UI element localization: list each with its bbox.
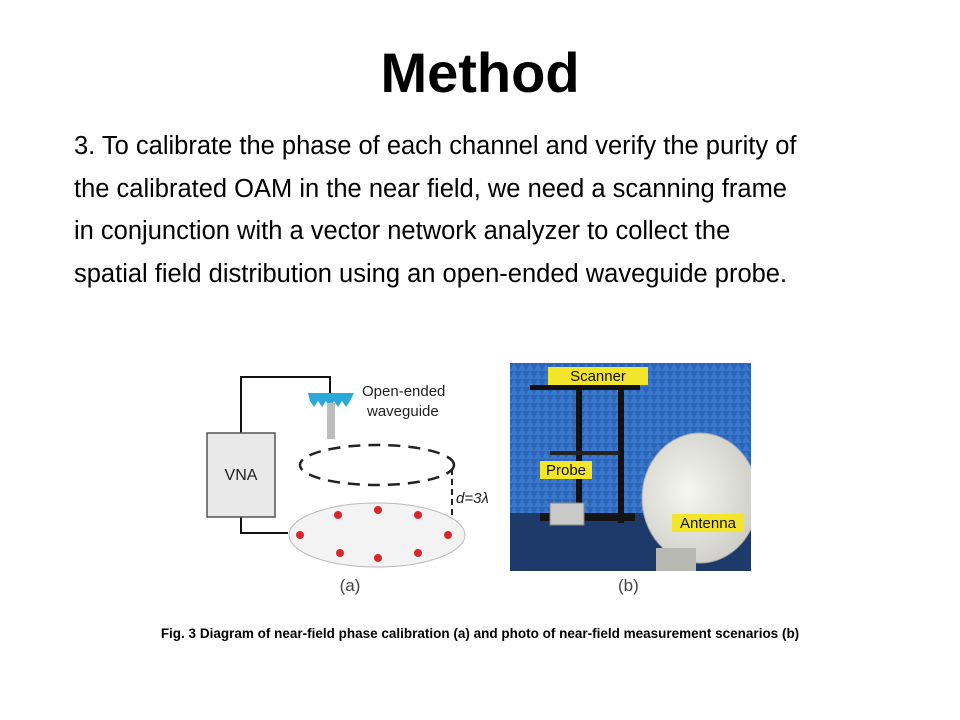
instrument-box: [549, 502, 585, 526]
measurement-photo: Scanner Probe Antenna: [510, 363, 751, 571]
sample-points: [296, 506, 452, 562]
body-paragraph: 3. To calibrate the phase of each channe…: [74, 125, 924, 295]
panel-a-label: (a): [340, 576, 361, 595]
calibration-diagram: VNA Open-ended waveguide d=3λ (a): [206, 376, 489, 595]
figure-caption: Fig. 3 Diagram of near-field phase calib…: [160, 626, 800, 641]
antenna-mount: [656, 548, 696, 571]
probe-label: Probe: [546, 462, 586, 479]
scanner-label: Scanner: [570, 368, 626, 385]
probe-head-icon: [308, 393, 354, 409]
vna-box: [206, 432, 276, 518]
antenna-tag: [672, 514, 744, 532]
body-line: in conjunction with a vector network ana…: [74, 217, 731, 245]
cable-top: [240, 376, 331, 433]
probe-tag: [540, 461, 592, 479]
distance-label: d=3λ: [456, 490, 489, 507]
scan-plane-ellipse: [298, 443, 456, 487]
body-line: the calibrated OAM in the near field, we…: [74, 174, 787, 203]
scanner-post-right: [618, 383, 624, 523]
scanner-base: [540, 513, 635, 521]
scanner-beam: [530, 385, 640, 390]
scanner-tag: [548, 367, 648, 385]
sample-point: [444, 531, 452, 539]
antenna-label: Antenna: [680, 515, 737, 532]
probe-label-line2: waveguide: [366, 403, 439, 420]
sample-point: [336, 549, 344, 557]
slide-title: Method: [380, 41, 580, 104]
probe-label-line1: Open-ended: [362, 383, 445, 400]
sample-point: [374, 554, 382, 562]
sample-point: [414, 549, 422, 557]
scanner-rail: [550, 451, 620, 455]
body-line: spatial field distribution using an open…: [74, 259, 788, 288]
antenna-dish: [641, 432, 751, 564]
cable-bottom: [240, 517, 288, 534]
sample-point: [374, 506, 382, 514]
panel-b-label: (b): [618, 576, 639, 595]
sample-point: [414, 511, 422, 519]
sample-point: [334, 511, 342, 519]
vna-label: VNA: [225, 467, 258, 484]
body-line: 3. To calibrate the phase of each channe…: [74, 132, 797, 160]
scanner-post-left: [576, 371, 582, 521]
sample-point: [296, 531, 304, 539]
probe-shaft: [327, 403, 335, 439]
